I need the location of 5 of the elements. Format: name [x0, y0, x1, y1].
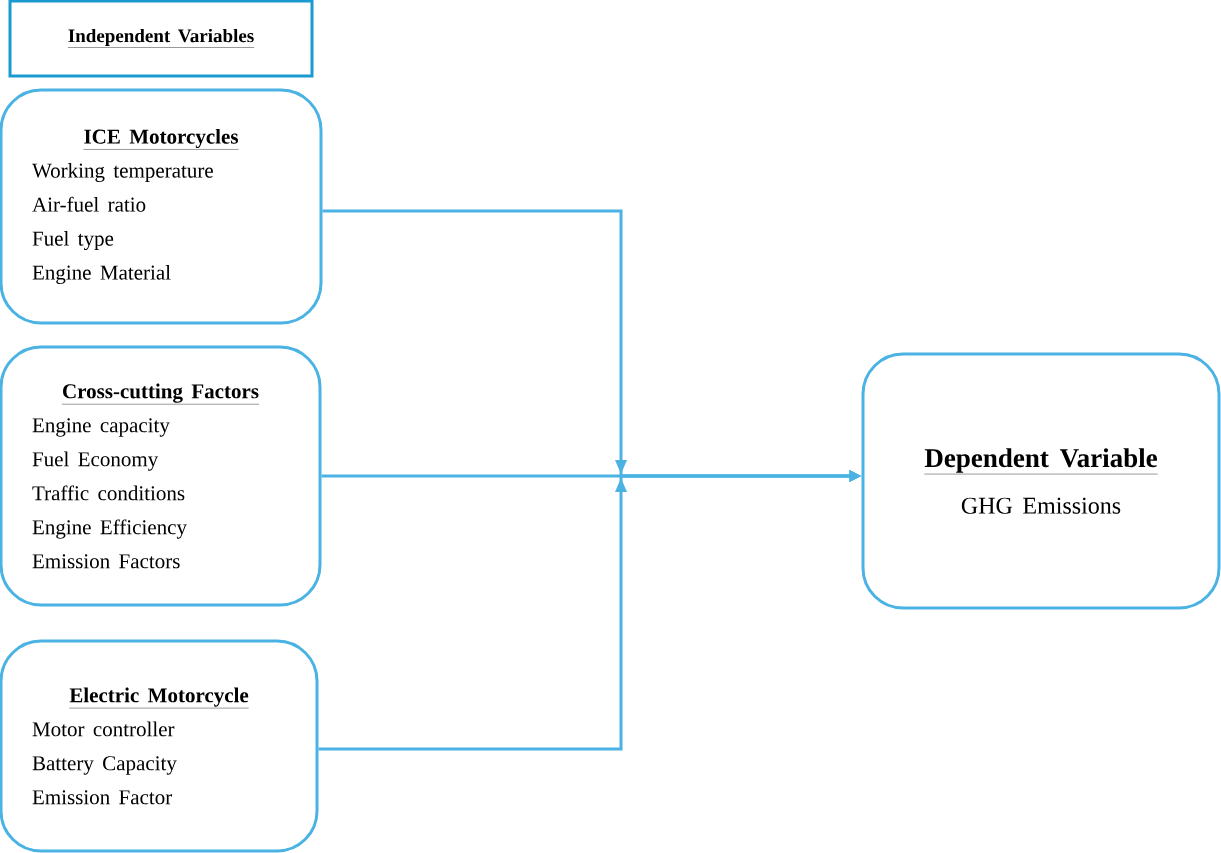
variable-box: Electric Motorcycle Motor controller Battery Capacity Emission Factor — [0, 639, 319, 853]
heading-box: Independent Variables — [8, 0, 314, 78]
variable-box: Cross-cutting Factors Engine capacity Fuel Economy Traffic conditions Engine Efficiency Emission Factors — [0, 345, 322, 607]
variable-box: ICE Motorcycles Working temperature Air-fuel ratio Fuel type Engine Material — [0, 88, 323, 325]
dependent-variable-box: Dependent Variable GHG Emissions — [861, 352, 1221, 610]
